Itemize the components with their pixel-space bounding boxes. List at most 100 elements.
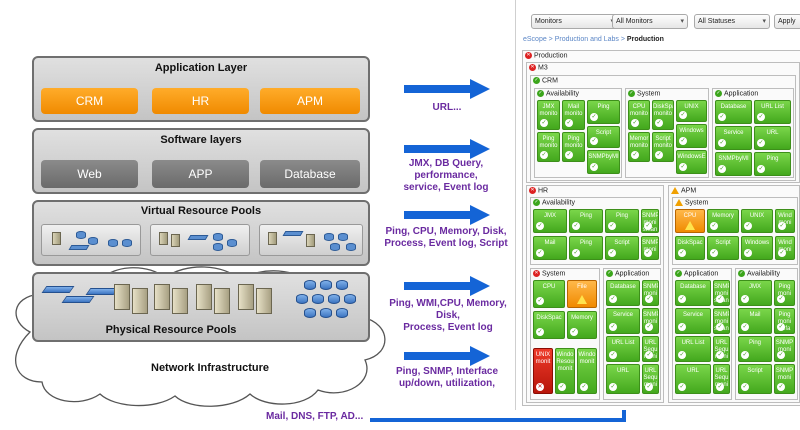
monitor-tile[interactable]: Script✓ bbox=[707, 236, 739, 260]
monitor-tile[interactable]: SNMPbyMI✓ bbox=[587, 150, 620, 174]
monitor-tile[interactable]: Service✓ bbox=[606, 308, 640, 334]
panel-title[interactable]: ✓Availability bbox=[533, 199, 575, 207]
monitor-tile[interactable]: URL List✓ bbox=[754, 100, 791, 124]
monitor-tile[interactable]: Wind moni✓ bbox=[775, 209, 795, 233]
monitor-tile[interactable]: Ping✓ bbox=[754, 152, 791, 176]
hr-title[interactable]: ✕HR bbox=[529, 187, 549, 195]
m3-group: ✕M3 ✓CRM ✓Availability JMX monito✓ Mail … bbox=[526, 62, 800, 183]
monitor-tile[interactable]: Script monito✓ bbox=[652, 132, 674, 162]
server-icon bbox=[214, 288, 230, 314]
monitor-tile[interactable]: Windows✓ bbox=[741, 236, 773, 260]
panel-title[interactable]: ✓Availability bbox=[738, 270, 780, 278]
monitor-tile[interactable]: UNIX✓ bbox=[741, 209, 773, 233]
monitor-tile[interactable]: Mail✓ bbox=[533, 236, 567, 260]
monitor-tile[interactable]: Ping moni defa✓ bbox=[774, 308, 795, 334]
storage-icon bbox=[320, 308, 332, 318]
crm-title[interactable]: ✓CRM bbox=[533, 77, 558, 85]
monitor-tile[interactable]: Ping monito✓ bbox=[537, 132, 560, 162]
monitor-tile[interactable]: SNMP moni✓ bbox=[774, 364, 795, 394]
monitor-tile[interactable]: SNMP moni✓ bbox=[642, 308, 659, 334]
monitor-tile[interactable]: URL Sequ moni✓ bbox=[642, 364, 659, 394]
monitor-tile[interactable]: URL✓ bbox=[754, 126, 791, 150]
panel-title[interactable]: ✓Application bbox=[675, 270, 719, 278]
monitor-tile[interactable]: CPU monito✓ bbox=[628, 100, 650, 130]
monitor-tile[interactable]: Ping✓ bbox=[569, 236, 603, 260]
monitors-select[interactable]: Monitors▾ bbox=[531, 14, 618, 29]
software-title: Software layers bbox=[160, 134, 242, 146]
m3-title[interactable]: ✕M3 bbox=[529, 64, 548, 72]
monitor-tile[interactable]: Script✓ bbox=[605, 236, 639, 260]
error-icon: ✕ bbox=[529, 64, 536, 71]
arrow-icon bbox=[404, 205, 490, 225]
monitor-tile[interactable]: WindowsE✓ bbox=[676, 150, 707, 174]
storage-icon bbox=[330, 243, 340, 251]
monitor-tile[interactable]: Mail monito✓ bbox=[562, 100, 585, 130]
monitor-tile[interactable]: Service✓ bbox=[675, 308, 711, 334]
monitor-tile[interactable]: Mail✓ bbox=[738, 308, 772, 334]
all-monitors-select[interactable]: All Monitors▾ bbox=[612, 14, 688, 29]
monitor-tile[interactable]: SNMP moni sman✓ bbox=[641, 209, 659, 233]
monitor-tile[interactable]: Script✓ bbox=[587, 126, 620, 148]
monitor-tile[interactable]: Ping monito✓ bbox=[562, 132, 585, 162]
monitor-tile[interactable]: Windows✓ bbox=[676, 124, 707, 148]
monitor-tile[interactable]: Ping moni✓ bbox=[774, 280, 795, 306]
monitor-tile[interactable]: SNMP moni sman✓ bbox=[713, 280, 730, 306]
apply-button[interactable]: Apply bbox=[774, 14, 800, 29]
monitor-tile[interactable]: DiskSpac✓ bbox=[675, 236, 705, 260]
monitor-tile[interactable]: SNMPbyMI✓ bbox=[715, 152, 752, 176]
panel-title[interactable]: ✓Availability bbox=[537, 90, 579, 98]
monitor-tile[interactable]: CPU✓ bbox=[533, 280, 565, 308]
monitor-tile[interactable]: Ping✓ bbox=[569, 209, 603, 233]
monitor-tile[interactable]: URL List✓ bbox=[675, 336, 711, 362]
monitor-tile[interactable]: URL List✓ bbox=[606, 336, 640, 362]
monitor-tile[interactable]: Service✓ bbox=[715, 126, 752, 150]
monitor-tile[interactable]: DiskSpa monito✓ bbox=[652, 100, 674, 130]
monitor-tile[interactable]: Memor monito✓ bbox=[628, 132, 650, 162]
monitor-tile[interactable]: Ping✓ bbox=[738, 336, 772, 362]
panel-title[interactable]: ✓System bbox=[628, 90, 661, 98]
monitor-tile[interactable]: SNMP moni✓ bbox=[642, 280, 659, 306]
panel-title[interactable]: ✓Application bbox=[606, 270, 650, 278]
monitor-tile[interactable]: Memory✓ bbox=[707, 209, 739, 233]
monitor-tile[interactable]: Database✓ bbox=[675, 280, 711, 306]
monitor-tile[interactable]: SNMP moni✓ bbox=[774, 336, 795, 362]
monitor-tile[interactable]: SNMP moni✓ bbox=[641, 236, 659, 260]
check-icon: ✓ bbox=[537, 90, 544, 97]
monitor-tile[interactable]: DiskSpac✓ bbox=[533, 311, 565, 339]
monitor-tile[interactable]: URL✓ bbox=[606, 364, 640, 394]
monitor-tile[interactable]: Windo Resou monit✓ bbox=[555, 348, 575, 394]
all-statuses-select[interactable]: All Statuses▾ bbox=[694, 14, 770, 29]
monitor-tile[interactable]: UNIX✓ bbox=[676, 100, 707, 122]
monitor-tile[interactable]: JMX✓ bbox=[533, 209, 567, 233]
monitor-tile[interactable]: File bbox=[567, 280, 597, 308]
monitor-tile[interactable]: URL Sequ moni✓ bbox=[642, 336, 659, 362]
monitor-tile[interactable]: SNMP moni sman✓ bbox=[713, 308, 730, 334]
monitor-tile[interactable]: URL Sequ moni✓ bbox=[713, 364, 730, 394]
monitor-tile[interactable]: JMX monito✓ bbox=[537, 100, 560, 130]
server-icon bbox=[268, 232, 277, 245]
check-icon: ✓ bbox=[570, 328, 578, 336]
arrow-icon bbox=[404, 346, 490, 366]
production-title[interactable]: ✕Production bbox=[525, 52, 568, 60]
check-icon: ✓ bbox=[572, 222, 580, 230]
storage-icon bbox=[122, 239, 132, 247]
monitor-tile[interactable]: JMX✓ bbox=[738, 280, 772, 306]
monitor-tile[interactable]: Wind moni✓ bbox=[775, 236, 795, 260]
monitor-tile[interactable]: Database✓ bbox=[715, 100, 752, 124]
production-group: ✕Production ✕M3 ✓CRM ✓Availability JMX m… bbox=[522, 50, 800, 406]
monitor-tile[interactable]: Memory✓ bbox=[567, 311, 597, 339]
apm-title[interactable]: APM bbox=[671, 187, 696, 194]
monitor-tile[interactable]: URL Sequ moni✓ bbox=[713, 336, 730, 362]
monitor-tile[interactable]: CPU bbox=[675, 209, 705, 233]
monitor-tile[interactable]: Script✓ bbox=[738, 364, 772, 394]
monitor-tile[interactable]: Ping✓ bbox=[587, 100, 620, 124]
monitor-tile[interactable]: Ping✓ bbox=[605, 209, 639, 233]
monitor-tile[interactable]: UNIX monit✕ bbox=[533, 348, 553, 394]
monitor-tile[interactable]: URL✓ bbox=[675, 364, 711, 394]
panel-title[interactable]: System bbox=[675, 199, 708, 206]
monitor-tile[interactable]: Windo monit✓ bbox=[577, 348, 597, 394]
panel-title[interactable]: ✓Application bbox=[715, 90, 759, 98]
monitor-tile[interactable]: Database✓ bbox=[606, 280, 640, 306]
switch-icon bbox=[282, 231, 304, 236]
panel-title[interactable]: ✕System bbox=[533, 270, 566, 278]
